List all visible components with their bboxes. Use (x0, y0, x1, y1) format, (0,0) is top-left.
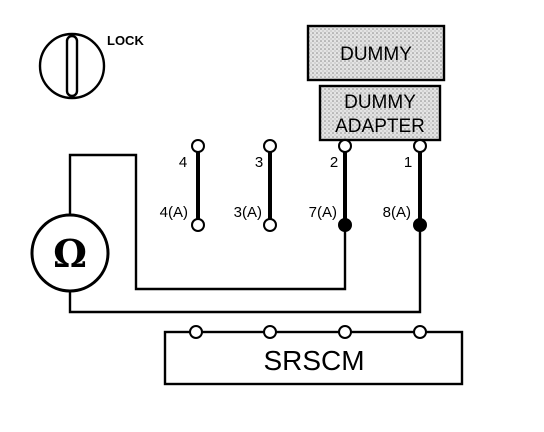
srscm-box (163, 330, 464, 386)
terminal-label-8a: 8(A) (383, 204, 411, 221)
terminal-label-7a: 7(A) (309, 204, 337, 221)
ignition-lock-icon (38, 32, 106, 100)
lock-label: LOCK (107, 33, 144, 48)
srscm-label: SRSCM (263, 345, 364, 376)
dummy-label: DUMMY (340, 44, 412, 65)
dummy-box (306, 24, 446, 82)
terminal-label-2: 2 (330, 154, 338, 171)
terminal-node-4 (191, 139, 205, 153)
dummy-adapter-box (318, 84, 442, 142)
terminal-node-8a (413, 218, 427, 232)
wire-ohmmeter-to-terminal-7a (68, 153, 347, 291)
terminal-node-1 (413, 139, 427, 153)
terminal-label-4: 4 (179, 154, 187, 171)
srscm-pin-2 (263, 325, 277, 339)
terminal-label-3: 3 (255, 154, 263, 171)
terminal-node-3a (263, 218, 277, 232)
terminal-label-1: 1 (404, 154, 412, 171)
srscm-pin-1 (189, 325, 203, 339)
terminal-node-4a (191, 218, 205, 232)
wire-ohmmeter-to-terminal-8a (68, 224, 422, 314)
dummy-adapter-label-line2: ADAPTER (335, 116, 425, 137)
ohmmeter-symbol: Ω (53, 231, 87, 276)
srscm-pin-3 (338, 325, 352, 339)
terminal-label-3a: 3(A) (234, 204, 262, 221)
terminal-node-3 (263, 139, 277, 153)
srscm-pin-4 (413, 325, 427, 339)
terminal-node-7a (338, 218, 352, 232)
terminal-label-4a: 4(A) (160, 204, 188, 221)
terminal-node-2 (338, 139, 352, 153)
dummy-adapter-label-line1: DUMMY (344, 92, 416, 113)
